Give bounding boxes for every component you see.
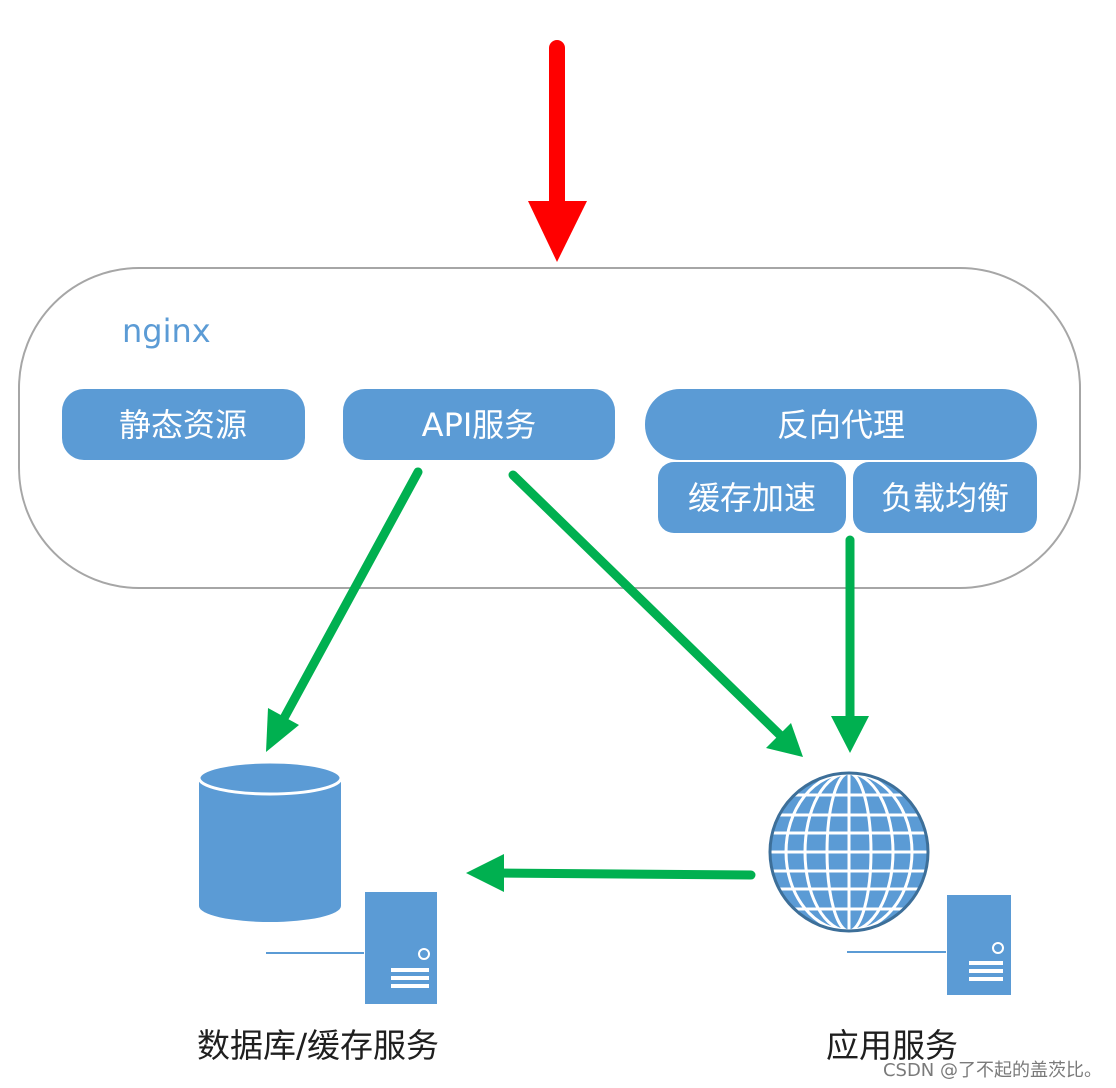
arrow-lb-to-app [831,535,869,753]
server-icon [266,892,437,1004]
arrow-app-to-database [466,854,756,892]
module-cache-label: 缓存加速 [688,479,816,517]
globe-icon [768,771,930,933]
server-icon [847,895,1011,995]
module-api-service: API服务 [343,389,615,460]
app-service-caption: 应用服务 [826,1026,958,1065]
arrow-api-to-database [266,467,423,752]
incoming-request-arrow [528,40,587,262]
module-proxy-label: 反向代理 [777,406,905,444]
arrow-api-to-app [508,470,803,757]
module-cache-acceleration: 缓存加速 [658,462,846,533]
module-api-label: API服务 [422,406,537,444]
database-caption: 数据库/缓存服务 [197,1026,439,1065]
module-reverse-proxy: 反向代理 [645,389,1037,460]
nginx-title: nginx [122,312,211,350]
module-load-balancing: 负载均衡 [853,462,1037,533]
module-static-label: 静态资源 [119,406,247,444]
database-icon [197,760,343,922]
module-static-resources: 静态资源 [62,389,305,460]
module-lb-label: 负载均衡 [881,479,1009,517]
watermark: CSDN @了不起的盖茨比。 [883,1060,1102,1081]
